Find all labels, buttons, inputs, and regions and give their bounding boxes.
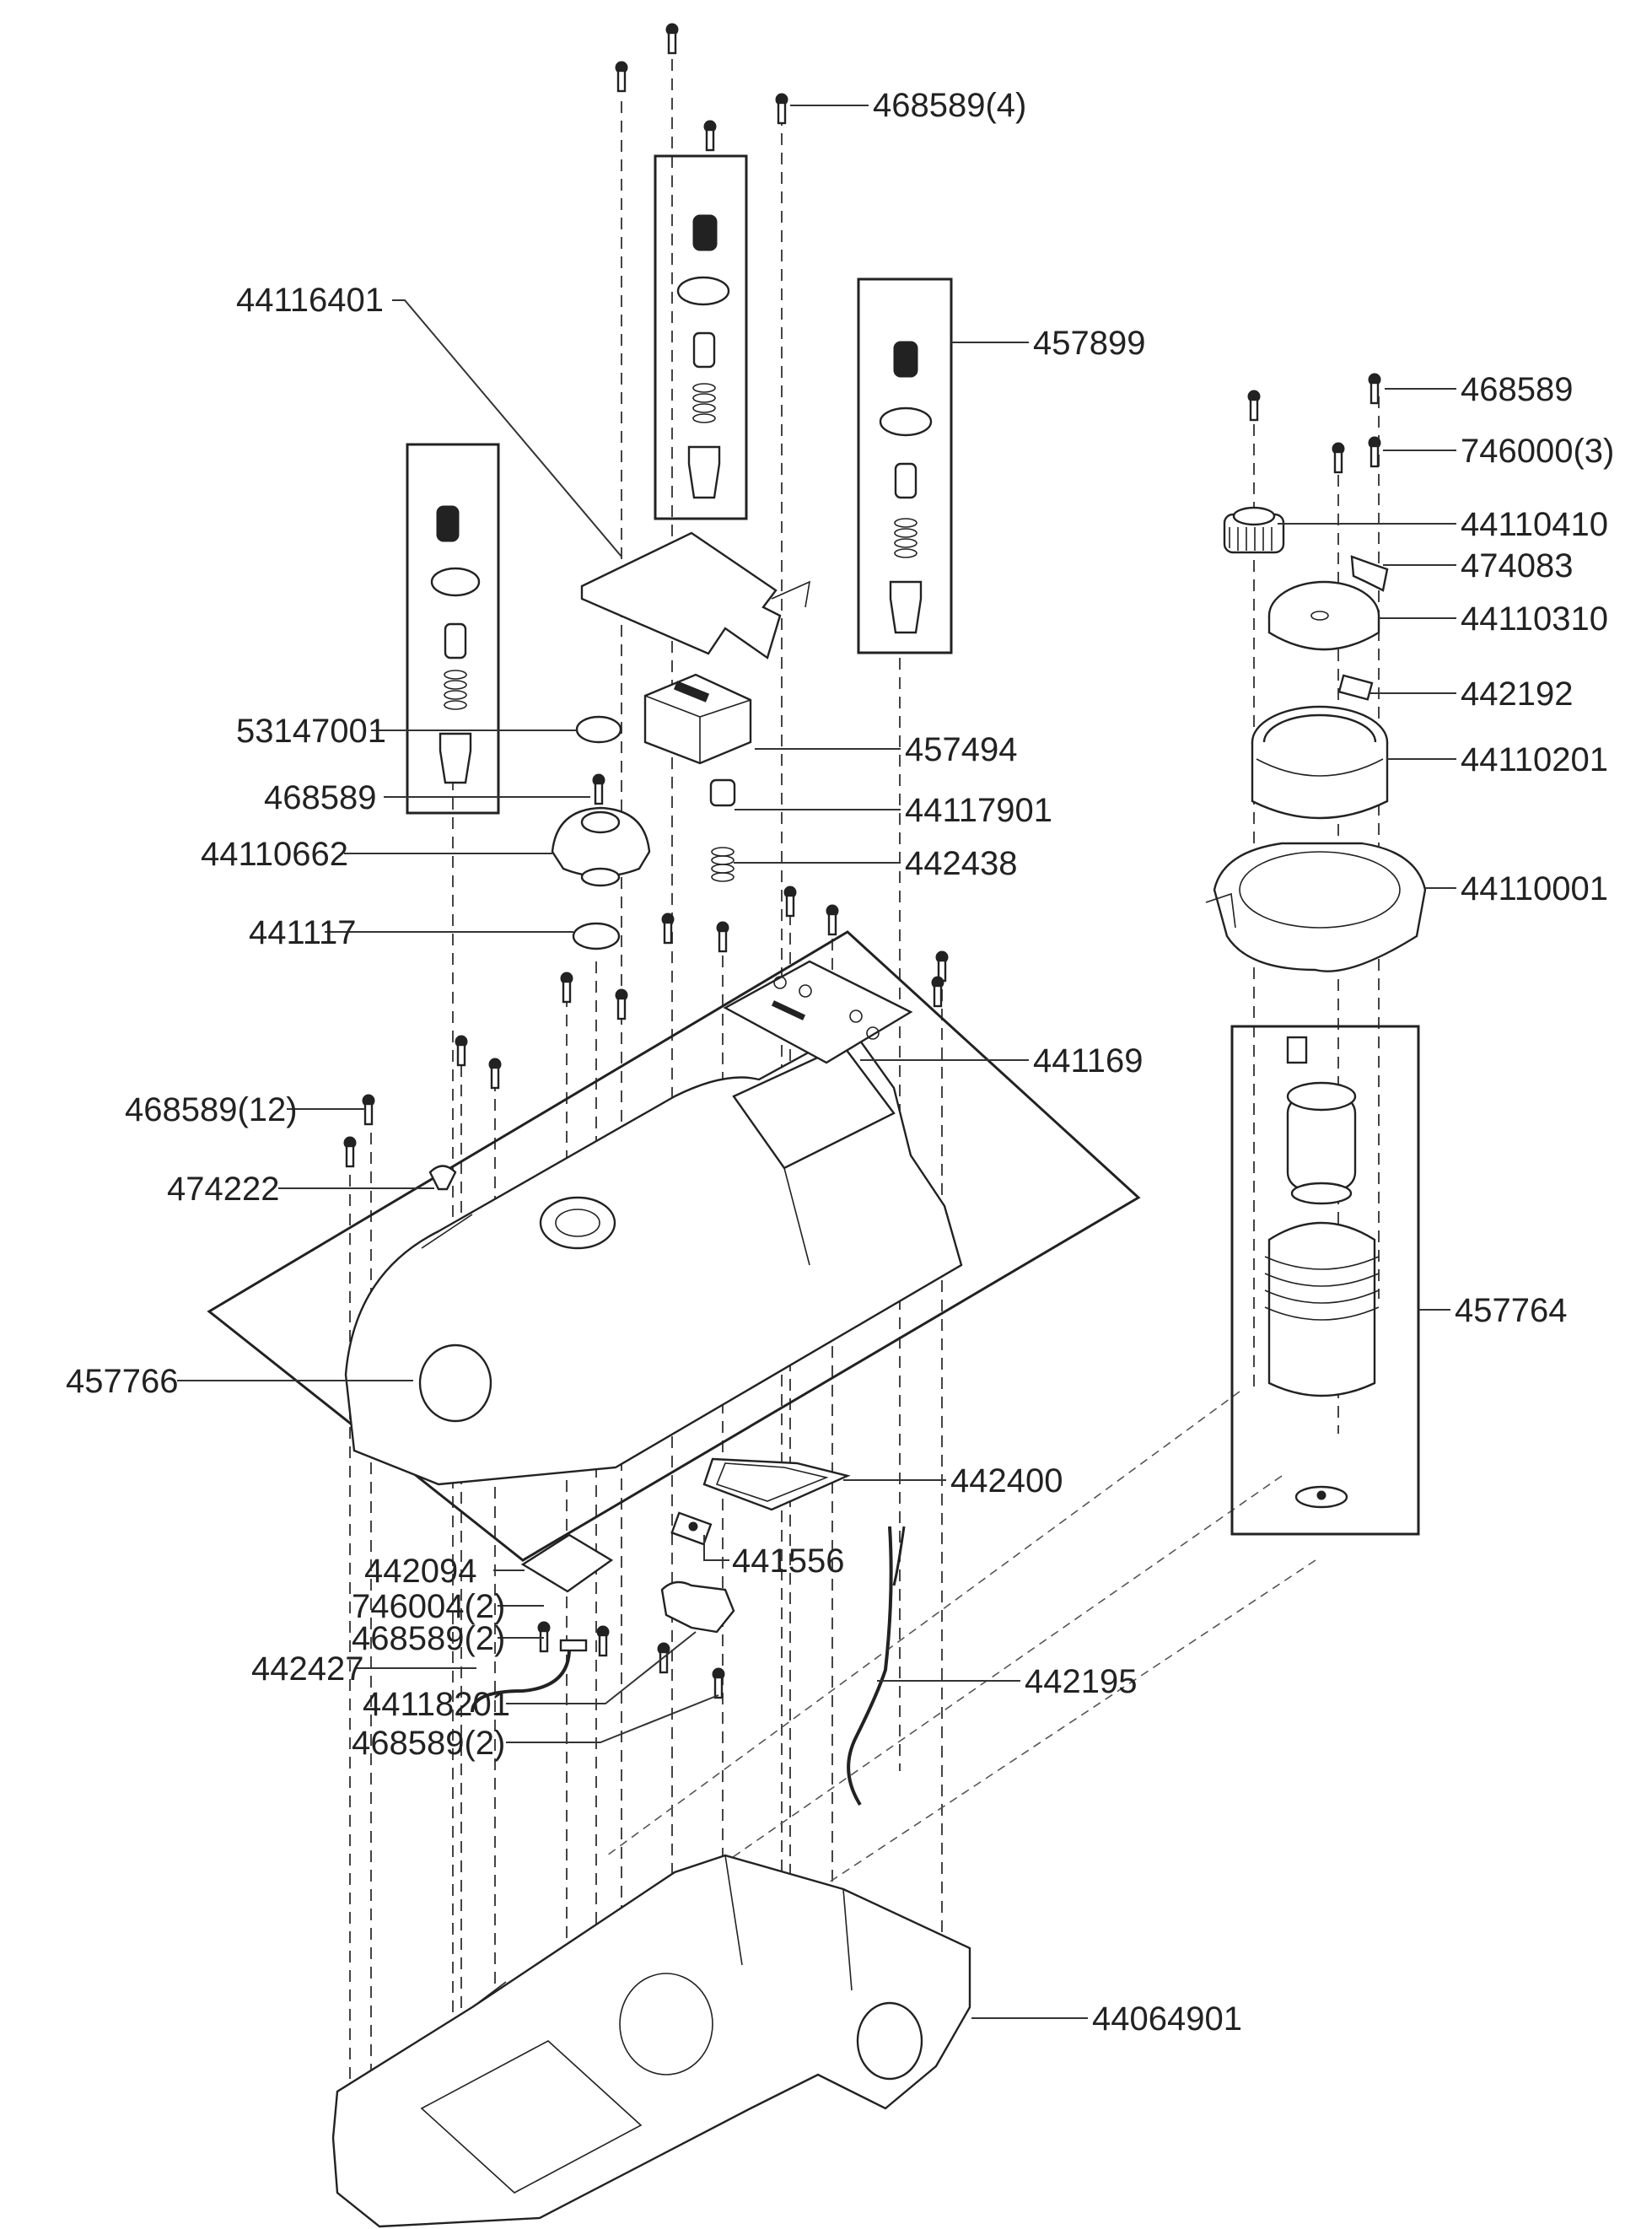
- cover-plate-44116401: [580, 531, 782, 660]
- label-442427: 442427: [251, 1650, 363, 1688]
- label-44118201: 44118201: [363, 1686, 510, 1723]
- label-441117: 441117: [249, 914, 357, 951]
- label-442400: 442400: [950, 1462, 1063, 1499]
- screw-icon: [596, 1625, 610, 1657]
- cable-442195: [847, 1526, 893, 1806]
- plug-474222: [428, 1165, 457, 1191]
- screw-icon: [657, 1642, 670, 1674]
- label-44110201: 44110201: [1461, 741, 1608, 778]
- screw-icon: [343, 1136, 357, 1168]
- cap-53147001: [575, 715, 622, 744]
- label-442094: 442094: [364, 1553, 476, 1590]
- part-labels: 468589(4) 44116401 457899 468589 746000(…: [66, 87, 1614, 2038]
- top-housing-457766: [207, 930, 1141, 1562]
- knob-44117901: [709, 778, 736, 807]
- screw-icon: [826, 904, 839, 936]
- cable-442427: [471, 1648, 571, 1713]
- screw-icon: [716, 921, 729, 953]
- screw-icon: [931, 976, 944, 1008]
- label-468589-12: 468589(12): [125, 1091, 298, 1128]
- label-44116401: 44116401: [236, 282, 384, 319]
- label-44117901: 44117901: [905, 792, 1052, 829]
- board-441556: [670, 1511, 713, 1546]
- subassembly-457899-box: [857, 277, 953, 654]
- label-474222: 474222: [167, 1171, 279, 1208]
- board-442400: [702, 1457, 851, 1511]
- screw-icon: [592, 773, 605, 805]
- label-746004-2: 746004(2): [352, 1588, 505, 1625]
- screw-icon: [703, 120, 717, 152]
- plate-44110310: [1267, 580, 1380, 651]
- control-panel-441169: [723, 960, 913, 1064]
- label-44110001: 44110001: [1461, 870, 1608, 907]
- label-441169: 441169: [1033, 1042, 1143, 1080]
- screw-icon: [615, 988, 628, 1020]
- label-44110310: 44110310: [1461, 600, 1608, 638]
- ring-gear-44110201: [1251, 705, 1389, 820]
- screw-icon: [1247, 390, 1261, 422]
- label-442195: 442195: [1025, 1663, 1137, 1700]
- bracket-44118201: [660, 1580, 735, 1634]
- label-441556: 441556: [732, 1543, 844, 1580]
- label-468589-2a: 468589(2): [352, 1620, 505, 1657]
- label-468589-2b: 468589(2): [352, 1725, 505, 1762]
- gear-44110410: [1223, 506, 1285, 554]
- o-ring-441117: [572, 922, 621, 950]
- sensor-442192: [1337, 674, 1374, 701]
- subassembly-left-box: [406, 443, 500, 815]
- label-44110662: 44110662: [201, 836, 348, 873]
- label-457766: 457766: [66, 1363, 178, 1400]
- screw-icon: [455, 1035, 468, 1067]
- screw-icon: [1368, 373, 1381, 405]
- screw-icon: [712, 1667, 725, 1699]
- label-44064901: 44064901: [1092, 2000, 1242, 2038]
- subassembly-center-box: [654, 154, 748, 520]
- screw-icon: [560, 972, 573, 1004]
- screw-icon: [783, 886, 797, 918]
- label-457899: 457899: [1033, 325, 1145, 362]
- label-442438: 442438: [905, 845, 1017, 882]
- label-457764: 457764: [1455, 1292, 1567, 1329]
- label-468589-4: 468589(4): [873, 87, 1026, 124]
- motor-subassembly-457764: [1230, 1025, 1420, 1536]
- screw-icon: [1368, 436, 1381, 468]
- plate-442094: [520, 1533, 614, 1593]
- screw-icon: [488, 1058, 502, 1090]
- label-44110410: 44110410: [1461, 506, 1608, 543]
- spring-442438: [711, 847, 735, 882]
- label-53147001: 53147001: [236, 713, 386, 750]
- screw-icon: [615, 61, 628, 93]
- screw-icon: [1332, 442, 1345, 474]
- label-457494: 457494: [905, 731, 1017, 768]
- screw-icon: [665, 23, 679, 55]
- module-457494: [643, 673, 752, 765]
- label-746000-3: 746000(3): [1461, 433, 1614, 470]
- leader-lines: [177, 105, 1456, 2019]
- label-468589-left: 468589: [264, 779, 376, 816]
- screw-icon: [775, 93, 788, 125]
- connector-icon: [559, 1639, 588, 1652]
- screws: [343, 23, 1381, 1699]
- screw-icon: [362, 1094, 375, 1126]
- label-468589-right: 468589: [1461, 371, 1573, 408]
- motor-housing-44110001: [1205, 842, 1427, 972]
- screw-icon: [537, 1621, 551, 1653]
- screw-icon: [661, 913, 675, 945]
- label-474083: 474083: [1461, 547, 1573, 584]
- switch-474083: [1350, 555, 1389, 592]
- base-housing-44064901: [331, 1854, 971, 2228]
- dial-44110662: [551, 806, 651, 887]
- label-442192: 442192: [1461, 676, 1573, 713]
